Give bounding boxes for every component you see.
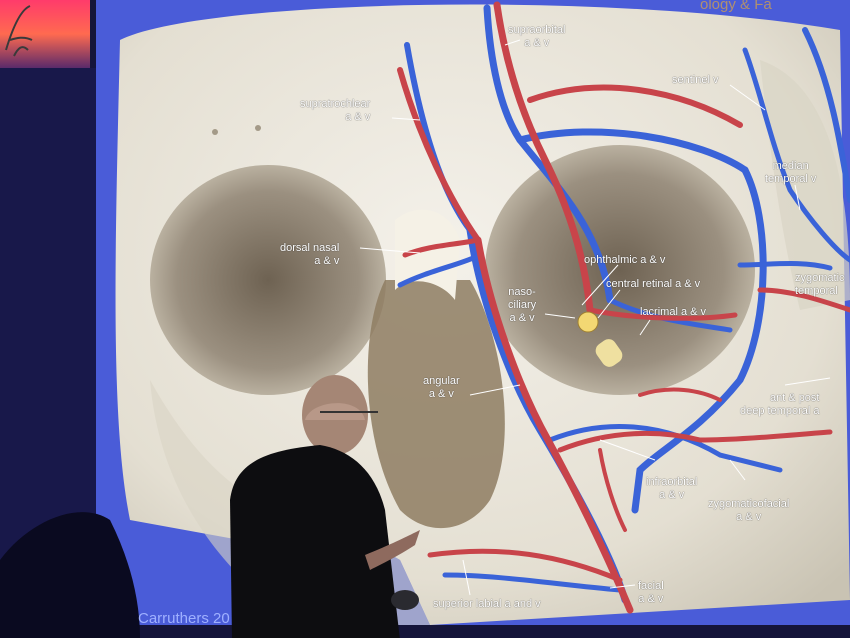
label-lacrimal: lacrimal a & v xyxy=(640,306,707,318)
presenter xyxy=(230,375,420,638)
label-superior-labial: superior labial a and v xyxy=(433,598,541,610)
pink-light-strip xyxy=(0,0,90,68)
label-pointers xyxy=(359,39,831,596)
label-sentinel-v: sentinel v xyxy=(672,74,719,86)
right-orbit xyxy=(485,145,755,395)
label-ophthalmic: ophthalmic a & v xyxy=(584,254,666,266)
slide-header-fragment: ology & Fa xyxy=(700,0,772,13)
optic-nerve xyxy=(577,311,599,333)
audience-silhouette xyxy=(0,512,140,638)
presenter-body xyxy=(230,445,400,638)
artist-signature xyxy=(5,5,33,57)
nasal-aperture xyxy=(367,280,505,529)
left-orbit xyxy=(150,165,386,395)
arteries xyxy=(397,1,850,614)
slide-credit: Carruthers 20 xyxy=(138,610,230,627)
optic-canal xyxy=(595,339,623,367)
label-central-retinal: central retinal a & v xyxy=(606,278,701,290)
presenter-hand xyxy=(365,530,420,570)
